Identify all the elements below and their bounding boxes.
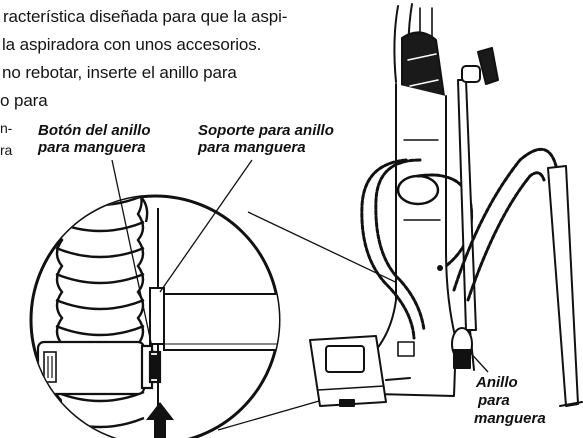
callout-hose-ring-button-line-1: Botón del anillo xyxy=(38,122,151,139)
callout-hose-ring-line-1: Anillo xyxy=(476,374,518,391)
callout-hose-ring-line-3: manguera xyxy=(474,410,546,427)
paragraph-line-3: no rebotar, inserte el anillo para xyxy=(2,63,237,82)
paragraph-line-2: la aspiradora con unos accesorios. xyxy=(2,35,262,54)
hose-ring-clamp xyxy=(36,340,162,396)
callout-hose-ring-holder-line-2: para manguera xyxy=(198,139,306,156)
hose-ring-holder-bracket xyxy=(149,208,279,438)
callout-hose-ring-button-line-2: para manguera xyxy=(38,139,146,156)
detail-magnifier xyxy=(29,194,281,438)
vacuum-base-nozzle xyxy=(309,335,415,407)
callout-hose-ring: Anillo para manguera xyxy=(474,374,546,428)
upright-vacuum xyxy=(309,3,583,407)
paragraph-line-6: ra xyxy=(0,142,13,158)
callout-hose-ring-button: Botón del anillo para manguera xyxy=(38,122,151,156)
extension-wand xyxy=(547,165,579,407)
vacuum-main-body xyxy=(375,83,457,397)
callout-hose-ring-holder: Soporte para anillo para manguera xyxy=(198,122,334,156)
paragraph-line-4: o para xyxy=(0,91,48,110)
paragraph-line-1: racterística diseñada para que la aspi- xyxy=(3,7,288,26)
corrugated-hose-detail xyxy=(55,196,149,438)
paragraph-line-5: n- xyxy=(0,120,13,136)
up-arrow-icon xyxy=(146,402,174,438)
callout-hose-ring-line-2: para xyxy=(478,392,510,409)
wand-with-brush xyxy=(457,47,499,371)
vacuum-hose-coil xyxy=(360,158,474,340)
callout-hose-ring-holder-line-1: Soporte para anillo xyxy=(198,122,334,139)
